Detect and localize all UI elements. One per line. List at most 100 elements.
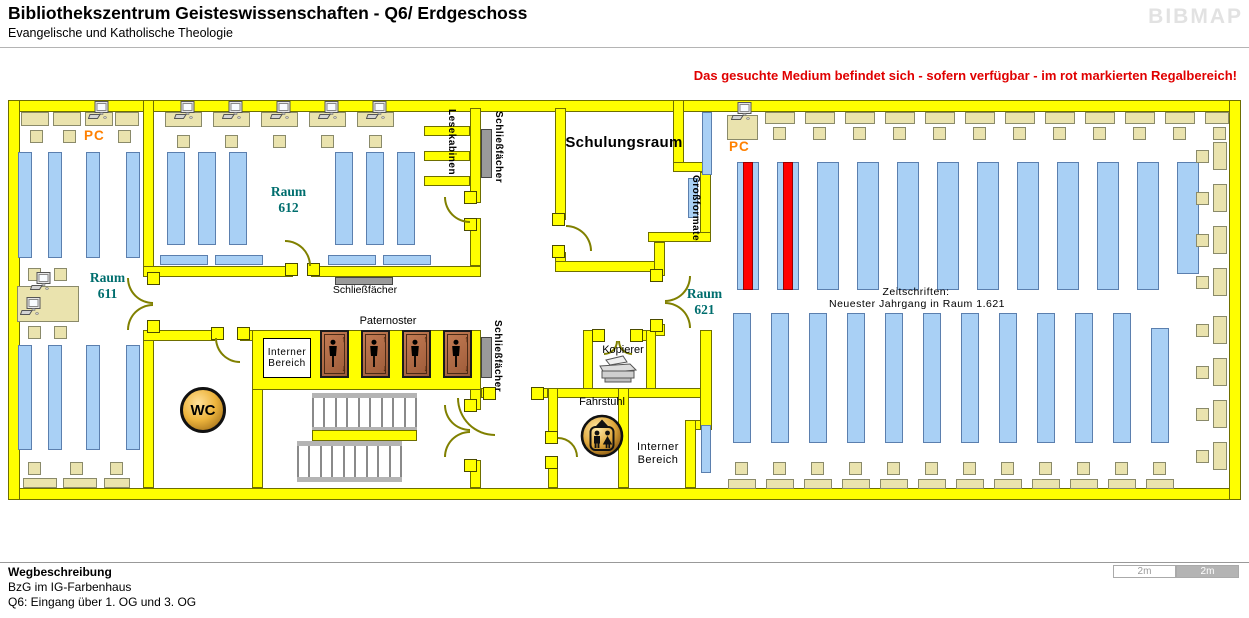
table	[1213, 268, 1227, 296]
door-jamb	[545, 456, 558, 469]
computer-icon	[29, 272, 52, 291]
chair	[735, 462, 748, 475]
chair	[887, 462, 900, 475]
chair	[1115, 462, 1128, 475]
door-swing-arc	[127, 304, 153, 330]
up-arrow-icon: ↑	[382, 334, 388, 344]
bookshelf	[48, 345, 62, 450]
bookshelf	[1137, 162, 1159, 290]
table	[1108, 479, 1136, 489]
chair	[28, 326, 41, 339]
chair	[1153, 462, 1166, 475]
chair	[925, 462, 938, 475]
bookshelf	[366, 152, 384, 245]
bookshelf	[1037, 313, 1055, 443]
door-swing-arc	[215, 338, 240, 363]
scale-segment-dark: 2m	[1176, 565, 1239, 578]
staircase-flight	[297, 441, 402, 482]
bookshelf	[167, 152, 185, 245]
door-jamb	[307, 263, 320, 276]
table	[1213, 316, 1227, 344]
stair-tread	[348, 398, 360, 427]
door-jamb	[650, 319, 663, 332]
copier-icon	[596, 354, 642, 389]
bookshelf	[1075, 313, 1093, 443]
table	[1213, 442, 1227, 470]
chair	[933, 127, 946, 140]
table	[21, 112, 49, 126]
schliessfaecher-mid-label: Schließfächer	[332, 284, 398, 296]
door-swing-arc	[566, 225, 592, 251]
chair	[1196, 450, 1209, 463]
stair-tread	[310, 446, 322, 477]
chair	[63, 130, 76, 143]
wall	[685, 420, 696, 488]
table	[918, 479, 946, 489]
locker-block	[481, 129, 492, 178]
kopierer-label: Kopierer	[602, 344, 644, 356]
bookshelf	[701, 425, 711, 473]
stair-tread	[333, 446, 345, 477]
bookshelf	[702, 112, 712, 175]
table	[728, 479, 756, 489]
door-swing-arc	[444, 197, 470, 223]
bookshelf	[923, 313, 941, 443]
table	[994, 479, 1022, 489]
bookshelf	[688, 178, 698, 218]
footer-line1: BzG im IG-Farbenhaus	[8, 580, 132, 594]
map-scale-bar: 2m 2m	[1113, 565, 1239, 578]
page-title: Bibliothekszentrum Geisteswissenschaften…	[8, 3, 528, 23]
computer-icon	[19, 297, 42, 316]
door-jamb	[237, 327, 250, 340]
door-jamb	[592, 329, 605, 342]
footer-heading: Wegbeschreibung	[8, 565, 112, 579]
table	[885, 112, 915, 124]
wall	[143, 266, 293, 277]
zeitschriften-note-line2: Neuester Jahrgang in Raum 1.621	[828, 298, 1005, 310]
table	[115, 112, 139, 126]
table	[1165, 112, 1195, 124]
table	[765, 112, 795, 124]
chair	[177, 135, 190, 148]
chair	[1196, 366, 1209, 379]
stair-tread	[379, 446, 391, 477]
table	[1205, 112, 1229, 124]
chair	[853, 127, 866, 140]
chair	[1196, 408, 1209, 421]
interner-bereich-2: Interner Bereich	[637, 441, 679, 466]
wall	[311, 266, 481, 277]
down-arrow-icon: ↓	[341, 363, 347, 373]
table	[1213, 142, 1227, 170]
bookshelf	[809, 313, 827, 443]
door-swing-arc	[558, 437, 578, 457]
wall	[1229, 100, 1241, 500]
bookshelf	[1057, 162, 1079, 290]
chair	[1196, 192, 1209, 205]
highlight-notice: Das gesuchte Medium befindet sich - sofe…	[693, 68, 1237, 83]
wall	[555, 108, 566, 220]
chair	[225, 135, 238, 148]
locker-block	[335, 277, 393, 285]
footer-divider	[0, 562, 1249, 563]
bookshelf	[897, 162, 919, 290]
bookshelf	[86, 345, 100, 450]
computer-icon	[173, 101, 196, 120]
down-arrow-icon: ↓	[423, 363, 429, 373]
chair	[273, 135, 286, 148]
grossformate-label: Großformate	[690, 175, 701, 242]
bookshelf	[961, 313, 979, 443]
fahrstuhl-label: Fahrstuhl	[579, 396, 625, 408]
table	[53, 112, 81, 126]
schliessfaecher-bottom-label: Schließfächer	[492, 320, 503, 393]
table	[1213, 400, 1227, 428]
chair	[849, 462, 862, 475]
bookshelf	[937, 162, 959, 290]
wall	[143, 100, 154, 277]
chair	[28, 462, 41, 475]
chair	[1077, 462, 1090, 475]
table	[1213, 184, 1227, 212]
wall	[424, 126, 470, 136]
wc-icon: WC	[180, 387, 226, 433]
